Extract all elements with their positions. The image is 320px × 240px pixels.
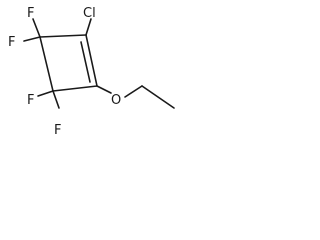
bond-c2-c3-double (80, 41, 91, 83)
bond-c1-c4 (39, 36, 54, 92)
bond-c3-o (96, 85, 112, 94)
bond-c4-f4 (52, 90, 60, 109)
bond-c4-f3 (37, 90, 54, 97)
bond-c2-cl (85, 18, 92, 36)
atom-f4: F (54, 123, 61, 138)
bond-o-ch2 (124, 85, 143, 98)
bond-c2-c3 (85, 34, 98, 87)
bond-c1-f1 (32, 18, 41, 38)
bond-c4-c3 (52, 85, 98, 92)
atom-f1: F (27, 6, 34, 21)
atom-cl: Cl (83, 6, 96, 21)
atom-f2: F (8, 35, 15, 50)
bond-c1-c2 (39, 34, 87, 38)
atom-o: O (111, 93, 121, 108)
atom-f3: F (27, 93, 34, 108)
bond-c1-f2 (23, 36, 41, 42)
bond-ch2-ch3 (141, 85, 175, 109)
chemical-structure: Cl F F F F O (8, 6, 175, 138)
